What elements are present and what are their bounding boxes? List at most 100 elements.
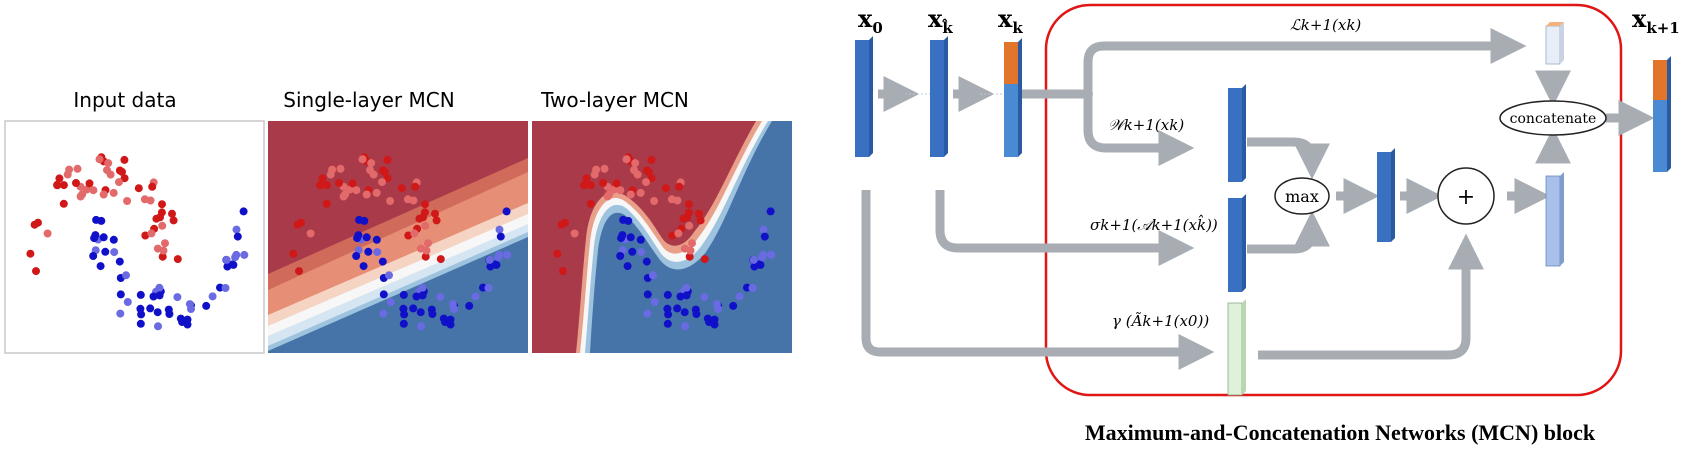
- red-point: [410, 229, 419, 238]
- red-point: [152, 214, 161, 223]
- red-point: [85, 179, 94, 188]
- red-point: [123, 197, 132, 205]
- red-point: [104, 159, 113, 168]
- red-point: [668, 231, 677, 240]
- blue-point: [99, 233, 108, 242]
- blue-point: [379, 309, 388, 318]
- mcn-block-border: [1044, 3, 1623, 397]
- red-point: [409, 196, 418, 205]
- blue-point: [729, 301, 738, 310]
- red-point: [432, 216, 441, 225]
- red-point: [622, 155, 631, 164]
- red-point: [686, 246, 695, 255]
- blue-point: [155, 291, 164, 300]
- red-point: [673, 196, 682, 205]
- red-point: [424, 239, 432, 248]
- red-point: [109, 188, 118, 197]
- blue-point: [412, 292, 421, 301]
- gamma-bar: [1227, 299, 1246, 396]
- red-point: [603, 192, 612, 201]
- red-point: [59, 181, 68, 190]
- blue-point: [418, 291, 427, 300]
- sigma-bar: [1228, 194, 1246, 292]
- blue-point: [362, 233, 371, 242]
- red-point: [404, 231, 413, 240]
- w-bar: [1228, 84, 1246, 182]
- blue-point: [354, 231, 363, 240]
- red-point: [120, 155, 129, 164]
- red-point: [158, 200, 166, 209]
- blue-point: [502, 207, 511, 216]
- red-point: [59, 199, 68, 208]
- red-point: [72, 179, 80, 187]
- blue-point: [221, 284, 230, 292]
- blue-point: [222, 255, 231, 264]
- red-point: [55, 174, 64, 183]
- blue-point: [355, 215, 364, 224]
- blue-point: [616, 252, 625, 260]
- blue-point: [448, 300, 457, 309]
- red-point: [146, 196, 155, 205]
- red-point: [685, 221, 694, 230]
- blue-point: [232, 225, 241, 234]
- red-point: [612, 179, 621, 188]
- blue-point: [664, 310, 673, 319]
- red-point: [674, 229, 683, 238]
- red-point: [557, 220, 566, 229]
- max-node: [1274, 177, 1330, 215]
- xk1-label: xk+1: [1632, 4, 1680, 37]
- blue-point: [676, 292, 685, 301]
- blue-point: [373, 248, 382, 257]
- red-point: [421, 221, 430, 230]
- mcn-diagram: [855, 3, 1671, 397]
- red-point: [553, 249, 562, 258]
- red-point: [339, 192, 348, 201]
- plus-node: [1437, 167, 1495, 225]
- blue-point: [399, 290, 408, 299]
- blue-point: [637, 248, 646, 257]
- blue-point: [155, 283, 164, 292]
- blue-point: [439, 314, 448, 323]
- blue-point: [643, 290, 652, 299]
- blue-point: [628, 247, 637, 256]
- blue-point: [680, 308, 689, 317]
- blue-point: [619, 215, 628, 224]
- red-point: [293, 220, 302, 229]
- blue-point: [352, 252, 361, 260]
- blue-point: [767, 250, 776, 259]
- red-point: [335, 179, 343, 187]
- red-point: [159, 246, 168, 255]
- blue-point: [495, 225, 504, 234]
- red-point: [322, 181, 331, 190]
- red-point: [397, 184, 406, 193]
- blue-point: [417, 322, 425, 331]
- red-point: [636, 188, 645, 197]
- blue-point: [427, 305, 436, 314]
- blue-point: [385, 271, 393, 280]
- blue-point: [122, 271, 130, 280]
- red-point: [147, 229, 156, 238]
- red-point: [134, 184, 143, 193]
- blue-point: [110, 248, 119, 257]
- red-point: [436, 255, 445, 264]
- w-label: 𝒲k+1(xk): [1108, 116, 1184, 134]
- xk-label: xk: [998, 4, 1023, 37]
- red-point: [366, 166, 374, 175]
- red-point: [383, 155, 392, 164]
- blue-point: [96, 262, 105, 271]
- blue-point: [208, 292, 217, 301]
- red-point: [586, 181, 595, 190]
- single-layer-panel: [268, 121, 528, 353]
- blue-point: [712, 300, 721, 309]
- blue-point: [116, 290, 125, 299]
- blue-point: [379, 290, 388, 299]
- blue-point: [109, 235, 118, 244]
- red-point: [642, 178, 650, 187]
- red-point: [306, 229, 315, 238]
- red-point: [95, 155, 104, 164]
- blue-point: [137, 310, 146, 319]
- blue-point: [626, 233, 635, 242]
- red-point: [411, 182, 420, 191]
- red-point: [73, 164, 82, 173]
- max-output-bar: [1377, 148, 1395, 242]
